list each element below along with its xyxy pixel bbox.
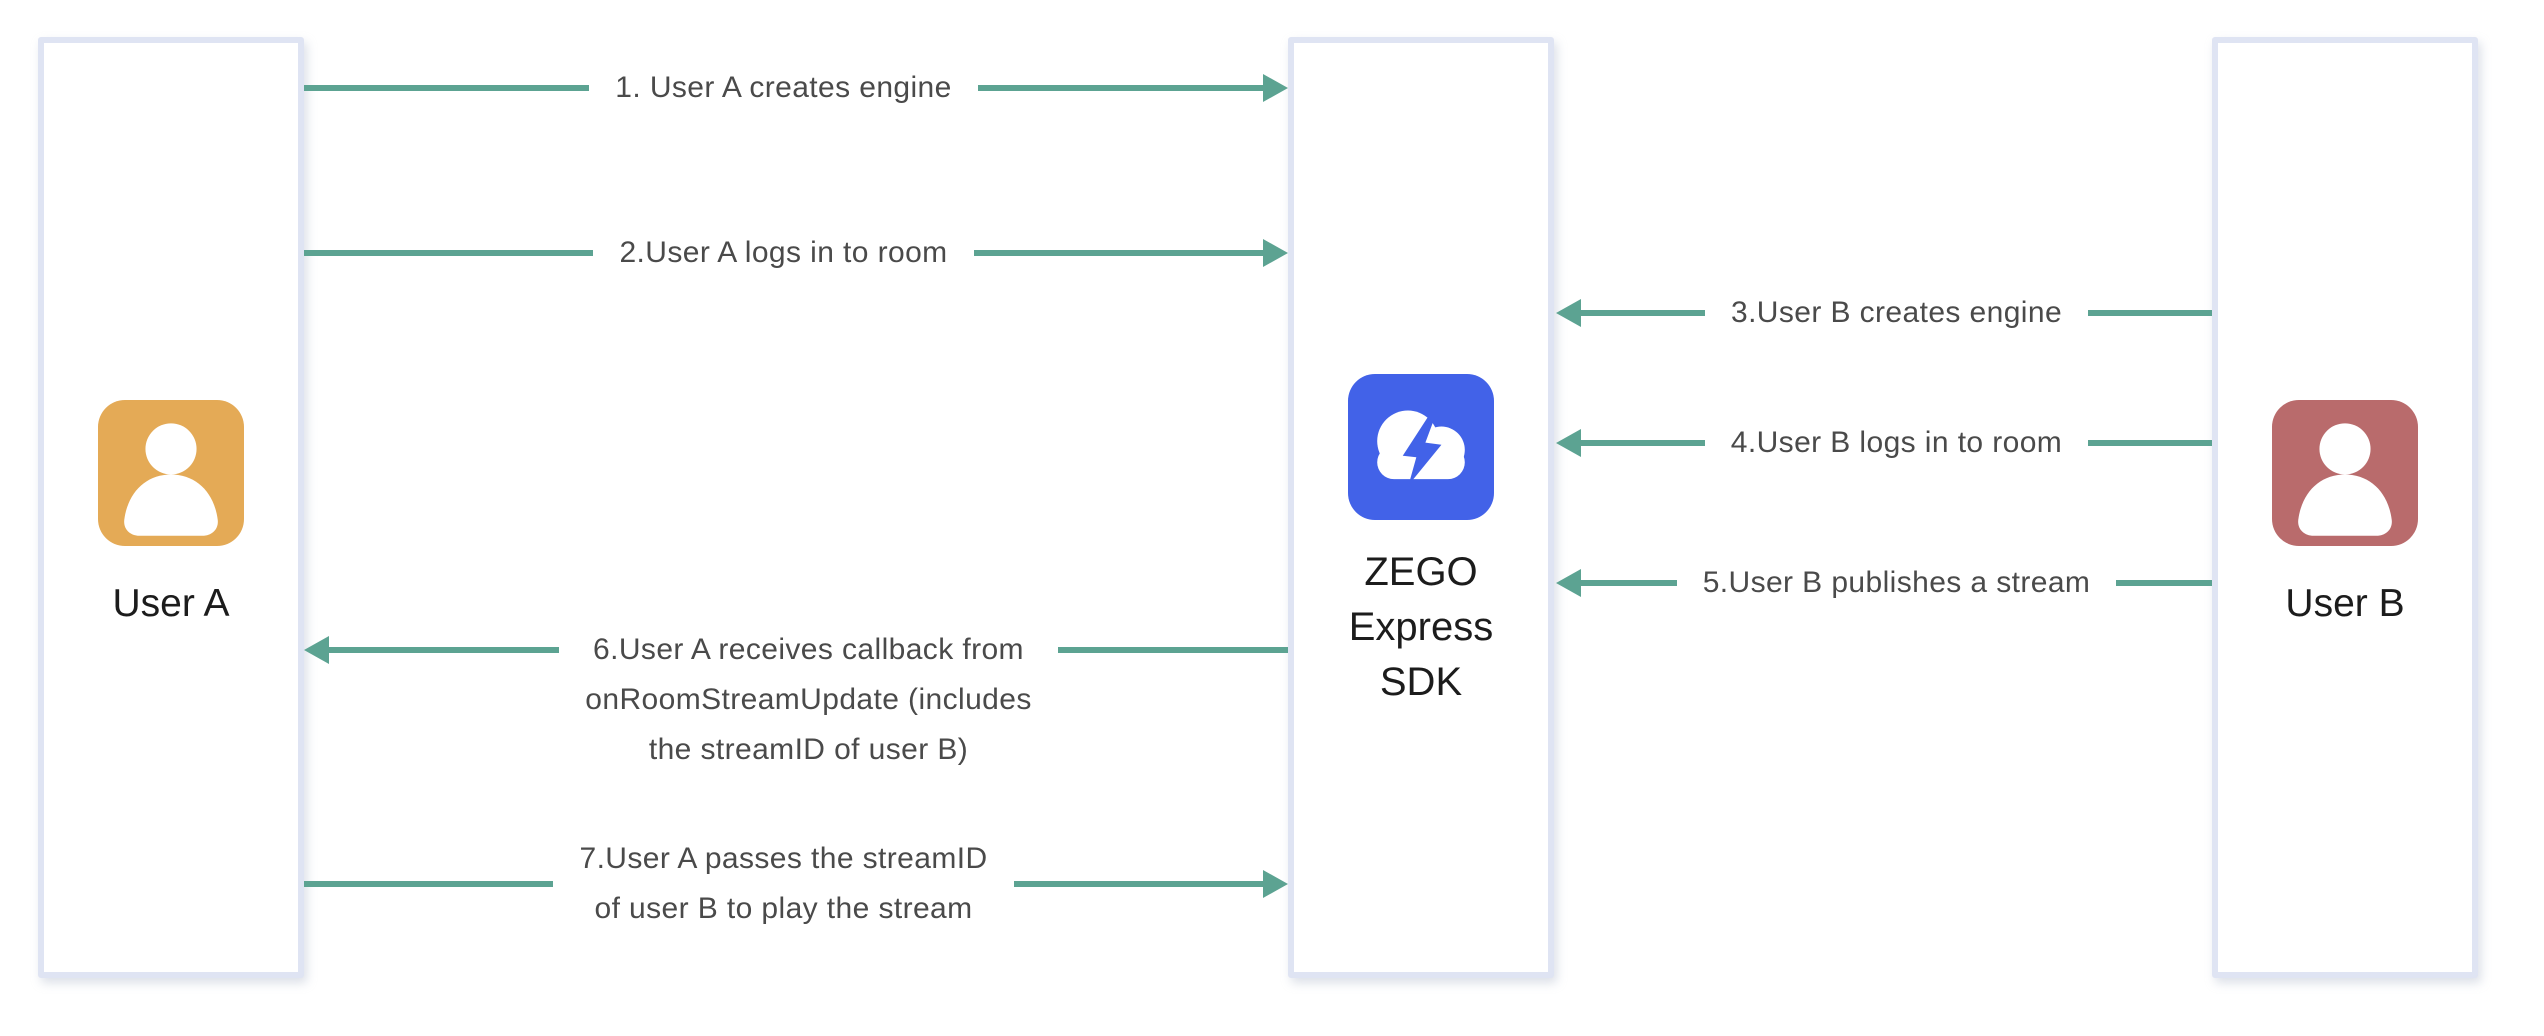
user-a-person-icon — [98, 400, 244, 546]
arrow-label-text: 7.User A passes the streamID — [579, 842, 988, 875]
arrowhead-left-icon — [1556, 569, 1581, 597]
arrow-step-7: 7.User A passes the streamID of user B t… — [304, 834, 1289, 934]
arrow-label-text: onRoomStreamUpdate (includes — [585, 683, 1032, 716]
user-b-person-icon — [2272, 400, 2418, 546]
arrow-label-text: 1. User A creates engine — [615, 71, 952, 104]
arrow-line — [304, 85, 590, 91]
arrow-label: 1. User A creates engine — [589, 63, 977, 113]
arrow-label-text: 5.User B publishes a stream — [1702, 566, 2091, 599]
arrowhead-right-icon — [1263, 74, 1288, 102]
arrow-step-1: 1. User A creates engine — [304, 63, 1288, 113]
arrow-line — [1581, 310, 1705, 316]
arrow-label-text: of user B to play the stream — [594, 892, 973, 925]
arrow-step-3: 3.User B creates engine — [1556, 288, 2213, 338]
arrow-line — [329, 647, 560, 653]
arrow-label-text: 4.User B logs in to room — [1730, 426, 2063, 459]
sdk-label-line: Express — [1348, 605, 1494, 649]
entity-label-user-a: User A — [112, 582, 230, 625]
arrow-step-4: 4.User B logs in to room — [1556, 418, 2212, 468]
arrow-label: 2.User A logs in to room — [593, 228, 973, 278]
arrow-line — [1581, 580, 1677, 586]
arrow-label-text: 6.User A receives callback from — [593, 633, 1024, 666]
arrowhead-right-icon — [1263, 870, 1289, 898]
entity-label-sdk: ZEGO Express SDK — [1349, 545, 1494, 710]
sdk-label-line: ZEGO — [1364, 550, 1478, 594]
arrow-label: 3.User B creates engine — [1705, 288, 2088, 338]
arrow-label-text: 2.User A logs in to room — [619, 236, 948, 269]
arrow-line — [1581, 440, 1705, 446]
arrow-line — [2088, 440, 2212, 446]
arrow-step-5: 5.User B publishes a stream — [1556, 558, 2213, 608]
arrow-line — [1057, 647, 1289, 653]
arrowhead-left-icon — [304, 636, 329, 664]
arrow-label: 7.User A passes the streamID of user B t… — [553, 834, 1013, 934]
entity-user-b: User B — [2212, 37, 2478, 978]
arrow-label: 6.User A receives callback from onRoomSt… — [559, 625, 1057, 775]
entity-label-user-b: User B — [2285, 582, 2405, 625]
arrow-label-text: 3.User B creates engine — [1730, 296, 2063, 329]
arrow-line — [2088, 310, 2213, 316]
entity-zego-sdk: ZEGO Express SDK — [1288, 37, 1554, 978]
arrow-line — [973, 250, 1263, 256]
arrow-step-6: 6.User A receives callback from onRoomSt… — [304, 625, 1289, 775]
arrow-label-text: the streamID of user B) — [648, 733, 969, 766]
arrowhead-left-icon — [1556, 299, 1581, 327]
arrow-line — [304, 250, 594, 256]
arrowhead-left-icon — [1556, 429, 1581, 457]
arrow-line — [304, 881, 554, 887]
cloud-lightning-icon — [1348, 374, 1494, 520]
arrow-line — [977, 85, 1263, 91]
arrow-line — [2116, 580, 2213, 586]
arrow-label: 4.User B logs in to room — [1705, 418, 2088, 468]
sdk-label-line: SDK — [1379, 660, 1463, 704]
arrow-step-2: 2.User A logs in to room — [304, 228, 1288, 278]
arrowhead-right-icon — [1263, 239, 1288, 267]
entity-user-a: User A — [38, 37, 304, 978]
arrow-line — [1013, 881, 1264, 887]
arrow-label: 5.User B publishes a stream — [1677, 558, 2117, 608]
